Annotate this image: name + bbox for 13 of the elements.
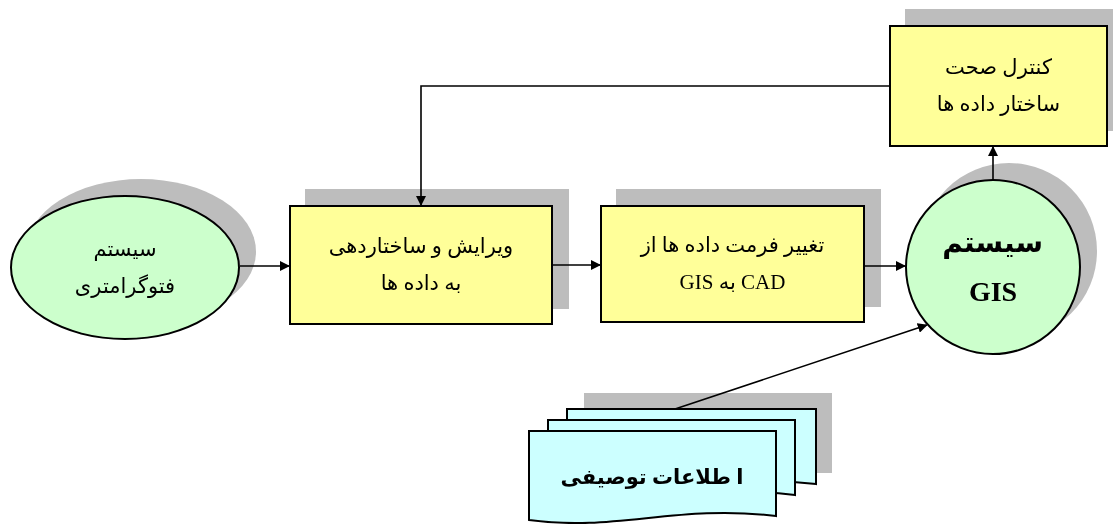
arrow <box>239 261 290 271</box>
arrow <box>674 323 928 410</box>
node-label: سیستم GIS <box>943 226 1043 309</box>
arrow <box>988 146 998 180</box>
arrow <box>864 261 906 271</box>
node-label: ویرایش و ساختاردهی به داده ها <box>327 233 515 297</box>
document-stack <box>528 393 833 524</box>
node-label: سیستم فتوگرامتری <box>73 235 177 300</box>
arrow <box>552 260 601 270</box>
arrow <box>416 85 890 206</box>
node-label: ا طلاعات توصیفی <box>559 464 745 491</box>
node-label: کنترل صحت ساختار داده ها <box>935 54 1062 118</box>
node-label: تغییر فرمت داده ها از CAD به GIS <box>639 232 826 296</box>
